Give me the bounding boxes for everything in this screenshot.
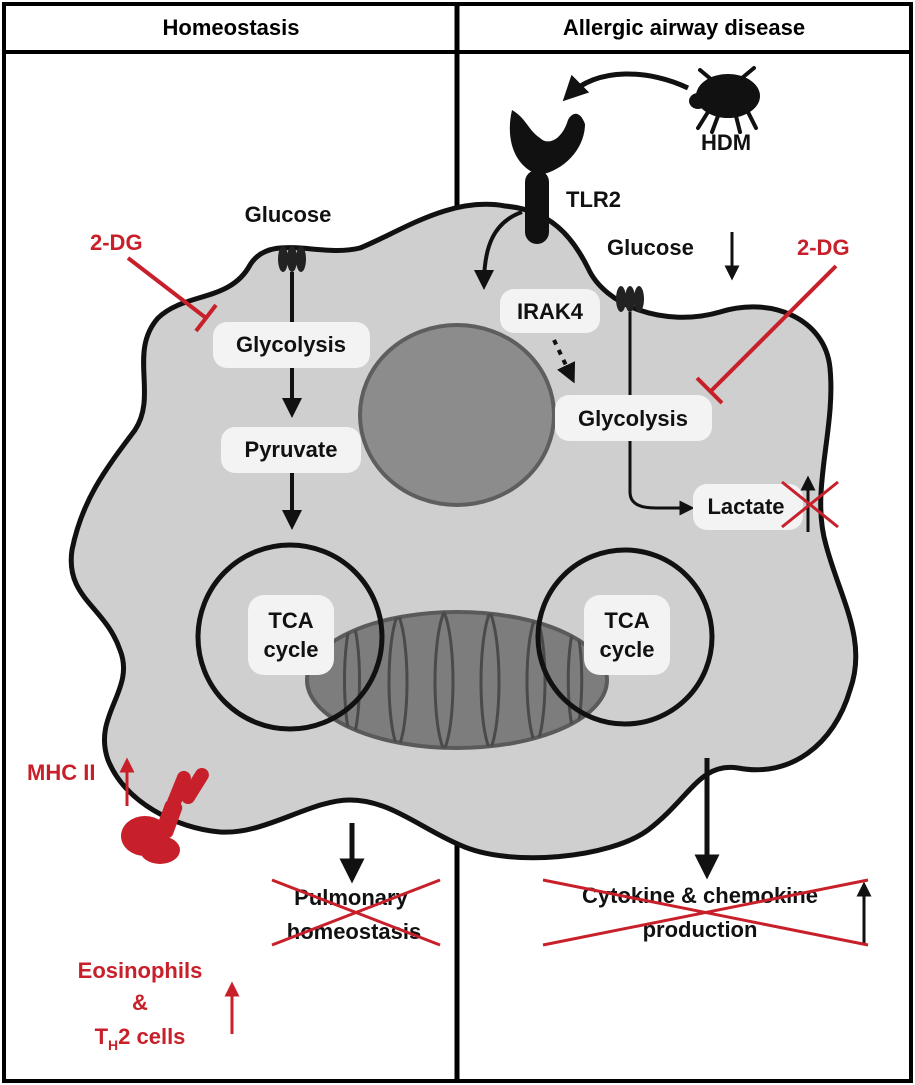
irak4-label: IRAK4 <box>517 299 584 324</box>
tca-cycle-left <box>195 542 385 732</box>
inhibition-2dg-left <box>126 256 218 333</box>
glucose-label-left: Glucose <box>245 202 332 227</box>
lactate-cross <box>781 480 839 529</box>
macrophage-cell <box>68 201 859 861</box>
header-homeostasis: Homeostasis <box>163 15 300 40</box>
mhc-ii-molecule-icon <box>121 767 209 864</box>
lactate-label: Lactate <box>707 494 784 519</box>
tlr2-receptor-icon <box>509 110 585 244</box>
tca-box-right <box>584 595 670 675</box>
tca-label-right-2: cycle <box>599 637 654 662</box>
glucose-transporter-icon-right <box>616 286 644 312</box>
glycolysis-label-left: Glycolysis <box>236 332 346 357</box>
tlr2-label: TLR2 <box>566 187 621 212</box>
tca-cycle-right <box>535 547 715 727</box>
arrow-tlr2-to-irak4 <box>474 210 523 290</box>
dust-mite-icon <box>689 66 760 134</box>
tca-box-left <box>248 595 334 675</box>
header-allergic-airway-disease: Allergic airway disease <box>563 15 805 40</box>
tca-label-right-1: TCA <box>604 608 649 633</box>
pyruvate-label: Pyruvate <box>245 437 338 462</box>
inhibitor-2dg-left: 2-DG <box>90 230 143 255</box>
mitochondrion <box>305 610 609 750</box>
cytokine-production-cross <box>542 878 869 947</box>
arrow-glucose-to-lactate <box>628 312 695 516</box>
pyruvate-box <box>221 427 361 473</box>
glycolysis-label-right: Glycolysis <box>578 406 688 431</box>
eosinophils-label: Eosinophils <box>78 958 203 983</box>
th2-cells-label: TH2 cells <box>95 1024 186 1053</box>
glycolysis-box-right <box>555 395 712 441</box>
glucose-label-right: Glucose <box>607 235 694 260</box>
tca-label-left-1: TCA <box>268 608 313 633</box>
hdm-label: HDM <box>701 130 751 155</box>
arrow-hdm-to-tlr2 <box>562 71 690 102</box>
tca-label-left-2: cycle <box>263 637 318 662</box>
irak4-box <box>500 289 600 333</box>
nucleus <box>358 323 556 507</box>
arrow-irak4-to-glycolysis <box>552 339 576 384</box>
ampersand-label: & <box>132 990 148 1015</box>
lactate-box <box>693 484 803 530</box>
mhc-ii-label: MHC II <box>27 760 95 785</box>
inhibitor-2dg-right: 2-DG <box>797 235 850 260</box>
inhibition-2dg-right <box>695 264 838 405</box>
glucose-transporter-icon <box>278 246 306 272</box>
glycolysis-box-left <box>213 322 370 368</box>
pulmonary-homeostasis-cross <box>271 878 441 947</box>
